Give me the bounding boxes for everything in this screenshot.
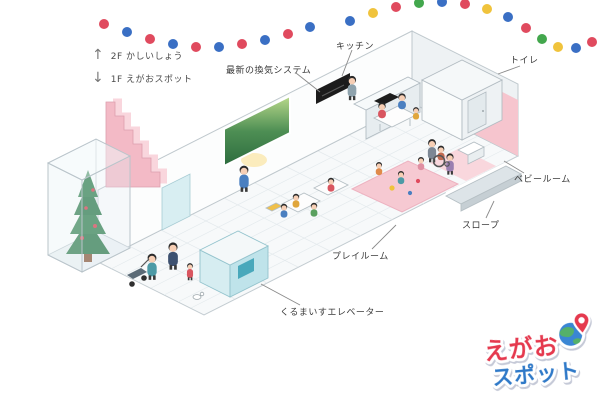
label-playroom: プレイルーム (332, 252, 389, 262)
visitor-child (186, 263, 194, 281)
label-toilet: トイレ (510, 56, 539, 66)
label-slope: スロープ (462, 221, 500, 231)
staff-member (239, 165, 249, 192)
baby-room-adult (446, 153, 454, 175)
label-baby-room: ベビールーム (514, 175, 571, 185)
entrance-door (161, 173, 191, 231)
baby-room (430, 141, 496, 181)
slope-ramp (445, 162, 522, 212)
legend-up-label: 2F かしいしょう (110, 51, 183, 62)
label-kitchen: キッチン (336, 42, 375, 52)
garland-dots-left (99, 19, 315, 52)
toilet-door (467, 91, 487, 134)
toy (389, 185, 395, 191)
wheelchair-user (432, 145, 450, 168)
stroller (127, 258, 150, 287)
christmas-tree (66, 170, 110, 262)
legend-down-label: 1F えがおスポット (110, 74, 193, 85)
up-arrow-icon: ↑ (92, 47, 104, 63)
back-wall (97, 30, 413, 263)
kitchen-staff (347, 75, 357, 101)
location-pin-icon (572, 311, 591, 336)
staircase (105, 98, 167, 188)
toy (407, 190, 413, 196)
down-arrow-icon: ↓ (92, 70, 104, 86)
toilet-room (420, 59, 504, 141)
legend-row-1f: ↓ 1F えがおスポット (92, 71, 193, 85)
visitor-adult (168, 242, 178, 270)
cooktop (374, 93, 399, 105)
forest-picture (223, 94, 291, 168)
visitor-parent (147, 253, 157, 280)
wheelchair-elevator (198, 230, 270, 298)
glass-room (46, 138, 132, 273)
ventilation-unit (316, 73, 350, 104)
visitors-and-staff (127, 75, 454, 300)
label-leader-lines (260, 49, 525, 306)
play-rug (350, 160, 460, 213)
changing-table (457, 141, 485, 156)
caregiver (427, 139, 437, 163)
toy (415, 178, 421, 184)
legend-row-2f: ↑ 2F かしいしょう (92, 48, 193, 62)
small-dog (192, 291, 205, 300)
label-ventilation-system: 最新の換気システム (226, 66, 312, 76)
egao-spot-logo: えがお スポット (480, 311, 591, 393)
garland-dots-right (345, 0, 597, 53)
elevator-panel (238, 258, 254, 279)
floor-legend: ↑ 2F かしいしょう ↓ 1F えがおスポット (92, 48, 193, 94)
label-wheelchair-elevator: くるまいすエレベーター (280, 308, 385, 318)
spotlight-glow (241, 153, 267, 167)
